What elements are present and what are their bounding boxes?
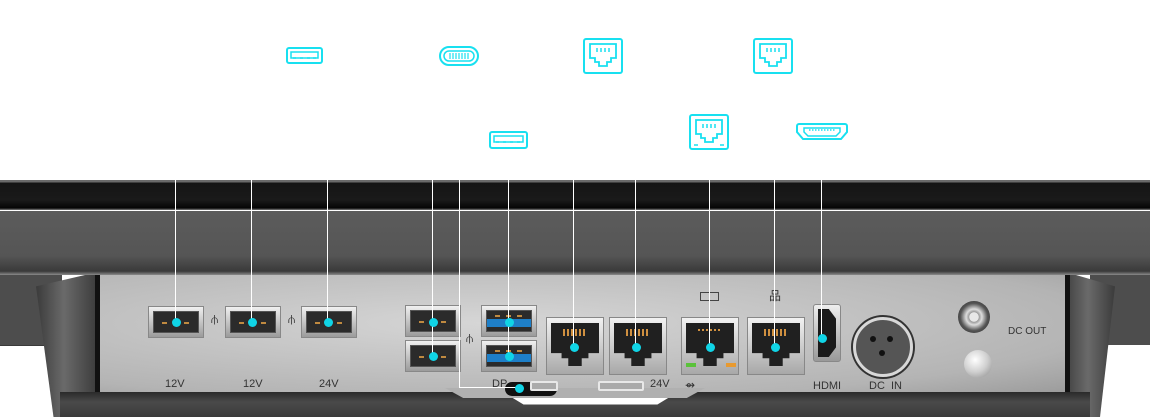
power-slot <box>598 381 644 391</box>
usb1-voltage-label: 12V <box>165 378 185 390</box>
callout-line <box>459 387 516 388</box>
xlr-pin <box>879 350 885 356</box>
callout-dot <box>504 351 514 361</box>
callout-line <box>251 180 252 322</box>
dc-in-xlr-port <box>853 317 913 377</box>
callout-dot <box>705 342 715 352</box>
callout-dot <box>504 317 514 327</box>
usb-symbol-icon: ⫛ <box>466 331 474 345</box>
callout-dot <box>817 333 827 343</box>
serial-voltage-label: 24V <box>650 378 670 390</box>
dc-out-port <box>958 301 990 333</box>
rj45-usb-icon <box>689 114 729 150</box>
usb-a-icon <box>489 131 528 149</box>
hdmi-port <box>813 304 841 362</box>
callout-line <box>774 180 775 347</box>
callout-line <box>432 180 433 356</box>
callout-line <box>508 140 509 356</box>
device-bottom-recess <box>445 388 705 398</box>
callout-dot <box>428 351 438 361</box>
status-led-orange <box>726 363 736 367</box>
callout-dot <box>171 317 181 327</box>
callout-line <box>635 180 636 347</box>
callout-line <box>821 140 822 338</box>
xlr-pin <box>870 336 876 342</box>
usb-a-icon <box>286 47 323 64</box>
power-button[interactable] <box>964 350 992 378</box>
dp-slot <box>530 381 558 391</box>
callout-line <box>573 180 574 347</box>
callout-dot <box>247 317 257 327</box>
usb-symbol-icon: ⇴ <box>685 378 696 392</box>
usb3-voltage-label: 24V <box>319 378 339 390</box>
callout-dot <box>323 317 333 327</box>
callout-dot <box>770 342 780 352</box>
hdmi-label: HDMI <box>813 380 842 392</box>
status-led-green <box>686 363 696 367</box>
rj45-icon <box>753 38 793 74</box>
callout-dot <box>428 317 438 327</box>
callout-line <box>327 180 328 322</box>
usb-c-icon <box>439 46 479 66</box>
callout-line <box>175 180 176 322</box>
usb-symbol-icon: ⫛ <box>288 312 296 326</box>
hdmi-icon <box>796 123 848 141</box>
xlr-pin <box>887 336 893 342</box>
dc-in-label: DC IN <box>869 380 902 392</box>
callout-line <box>709 150 710 347</box>
callout-dot <box>569 342 579 352</box>
usb2-voltage-label: 12V <box>243 378 263 390</box>
network-symbol-icon: 品 <box>769 289 782 303</box>
device-body <box>0 211 1150 275</box>
dc-out-label: DC OUT <box>1008 326 1047 337</box>
usb-port-12v-1 <box>148 306 204 338</box>
device-top-edge <box>0 180 1150 210</box>
callout-dot <box>631 342 641 352</box>
rj45-icon <box>583 38 623 74</box>
callout-dot <box>514 383 524 393</box>
usb-symbol-icon: ⫛ <box>211 312 219 326</box>
callout-line <box>459 180 460 388</box>
